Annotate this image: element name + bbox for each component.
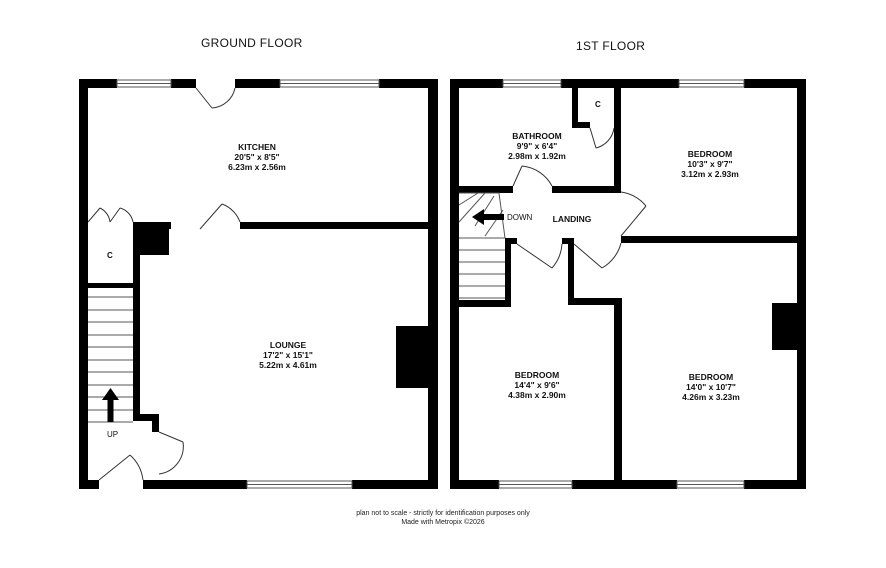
footer: plan not to scale - strictly for identif…: [0, 509, 886, 527]
landing-label: LANDING: [553, 214, 592, 224]
bedroom1-label: BEDROOM 10'3" x 9'7" 3.12m x 2.93m: [681, 149, 739, 179]
lounge-name: LOUNGE: [269, 340, 307, 350]
kitchen-label: KITCHEN 20'5" x 8'5" 6.23m x 2.56m: [228, 142, 286, 172]
lounge-label: LOUNGE 17'2" x 15'1" 5.22m x 4.61m: [259, 340, 317, 370]
bedroom3-name: BEDROOM: [688, 372, 734, 382]
landing-name: LANDING: [552, 214, 592, 224]
bedroom3-label: BEDROOM 14'0" x 10'7" 4.26m x 3.23m: [682, 372, 740, 402]
ground-doors: [87, 87, 241, 481]
lounge-metric: 5.22m x 4.61m: [259, 360, 317, 370]
cupboard-ground-label: C: [107, 251, 113, 260]
first-floor-title: 1ST FLOOR: [576, 39, 646, 53]
footer-credit: Made with Metropix ©2026: [401, 519, 485, 526]
first-windows: [498, 79, 745, 489]
bathroom-metric: 2.98m x 1.92m: [508, 151, 566, 161]
lounge-imperial: 17'2" x 15'1": [263, 350, 313, 360]
bedroom2-name: BEDROOM: [514, 370, 560, 380]
cupboard-first-label: C: [595, 100, 601, 109]
ground-windows: [116, 79, 380, 489]
first-doors: [512, 127, 647, 269]
bedroom2-label: BEDROOM 14'4" x 9'6" 4.38m x 2.90m: [508, 370, 566, 400]
bedroom1-imperial: 10'3" x 9'7": [687, 159, 733, 169]
kitchen-name: KITCHEN: [238, 142, 276, 152]
ground-floor-title: GROUND FLOOR: [201, 36, 303, 50]
stairs-up-label: UP: [107, 430, 119, 439]
bedroom2-metric: 4.38m x 2.90m: [508, 390, 566, 400]
stairs-down-arrow-icon: [472, 209, 504, 225]
bathroom-imperial: 9'9" x 6'4": [516, 141, 558, 151]
stairs-up-arrow-icon: [102, 388, 119, 422]
bedroom3-imperial: 14'0" x 10'7": [686, 382, 736, 392]
stairs-down-label: DOWN: [507, 213, 533, 222]
bedroom1-name: BEDROOM: [687, 149, 733, 159]
footer-disclaimer: plan not to scale - strictly for identif…: [356, 510, 530, 517]
kitchen-imperial: 20'5" x 8'5": [234, 152, 280, 162]
bedroom3-metric: 4.26m x 3.23m: [682, 392, 740, 402]
bedroom1-metric: 3.12m x 2.93m: [681, 169, 739, 179]
first-floor-plan: [450, 79, 806, 489]
kitchen-metric: 6.23m x 2.56m: [228, 162, 286, 172]
ground-floor-plan: [79, 79, 438, 489]
bedroom2-imperial: 14'4" x 9'6": [514, 380, 560, 390]
bathroom-label: BATHROOM 9'9" x 6'4" 2.98m x 1.92m: [508, 131, 566, 161]
first-stairs: [458, 192, 506, 299]
bathroom-name: BATHROOM: [512, 131, 562, 141]
